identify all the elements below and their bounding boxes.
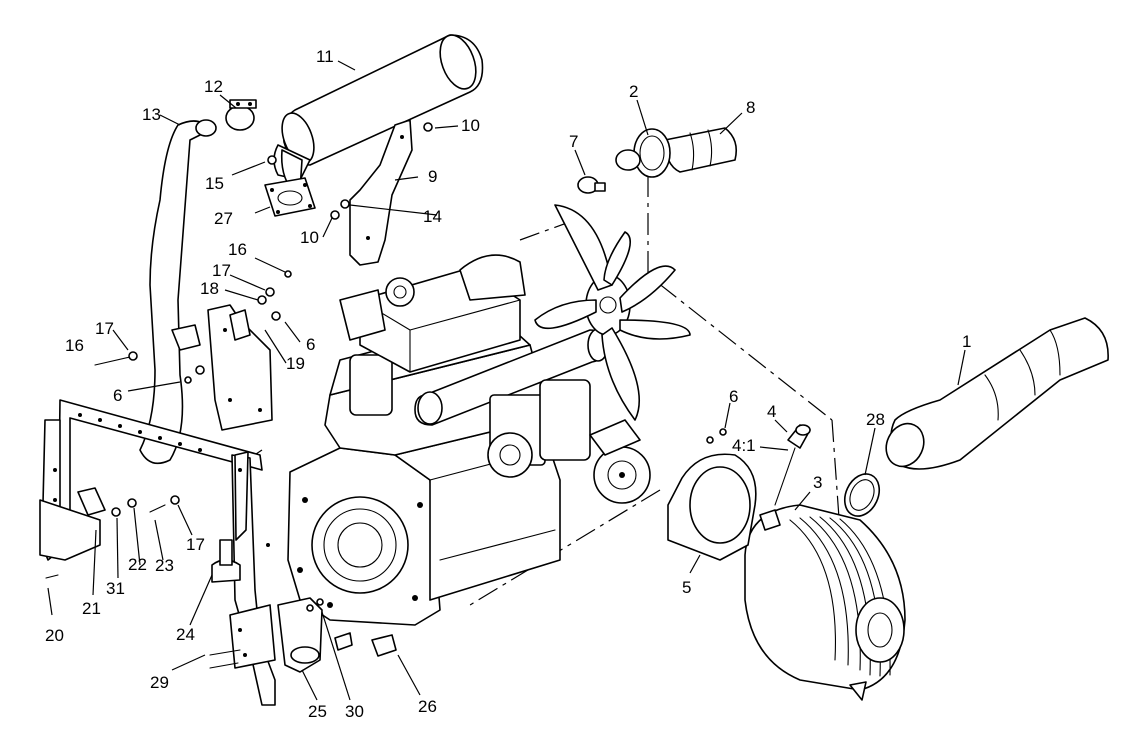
- callout-4-1: 4:1: [732, 436, 756, 455]
- callout-17-upper: 17: [212, 261, 231, 280]
- nut-10-lower: [330, 210, 340, 220]
- service-indicator-4: [774, 424, 811, 506]
- mount-24: [211, 539, 241, 583]
- engine-assembly: [287, 204, 691, 626]
- callout-14: 14: [423, 207, 442, 226]
- callout-22: 22: [128, 555, 147, 574]
- elbow-2: [615, 128, 671, 178]
- callout-labels: 1 2 3 4 4:1 5 6 6 6 7 8 9 10 10 11 12 13…: [45, 47, 971, 721]
- cooling-fan: [534, 204, 691, 421]
- callout-31: 31: [106, 579, 125, 598]
- callout-6-left: 6: [113, 386, 122, 405]
- bracket-hardware: [94, 270, 292, 384]
- callout-28: 28: [866, 410, 885, 429]
- filter-assembly-25: [209, 597, 353, 673]
- callout-26: 26: [418, 697, 437, 716]
- callout-21: 21: [82, 599, 101, 618]
- callout-4: 4: [767, 402, 776, 421]
- clamp-7: [577, 176, 606, 194]
- callout-20: 20: [45, 626, 64, 645]
- bolt-14: [340, 199, 350, 209]
- leader-lines: [47, 60, 966, 701]
- muffler-bracket: [349, 119, 413, 266]
- callout-10-top: 10: [461, 116, 480, 135]
- callout-18: 18: [200, 279, 219, 298]
- exhaust-gasket: [264, 177, 316, 217]
- callout-10-lower: 10: [300, 228, 319, 247]
- callout-6-right: 6: [729, 387, 738, 406]
- callout-12: 12: [204, 77, 223, 96]
- callout-17-frame: 17: [186, 535, 205, 554]
- callout-13: 13: [142, 105, 161, 124]
- radiator-frame: [39, 399, 276, 706]
- muffler: [273, 34, 484, 191]
- callout-6-bracket: 6: [306, 335, 315, 354]
- callout-27: 27: [214, 209, 233, 228]
- callout-9: 9: [428, 167, 437, 186]
- clamp-28: [843, 473, 881, 517]
- exhaust-pipe: [139, 119, 217, 465]
- nut-10-top: [423, 122, 433, 132]
- callout-1: 1: [962, 332, 971, 351]
- callout-3: 3: [813, 473, 822, 492]
- callout-15: 15: [205, 174, 224, 193]
- callout-2: 2: [629, 82, 638, 101]
- frame-hardware: [45, 495, 180, 579]
- callout-17-left: 17: [95, 319, 114, 338]
- callout-19: 19: [286, 354, 305, 373]
- callout-7: 7: [569, 132, 578, 151]
- callout-5: 5: [682, 578, 691, 597]
- mount-band-5: [667, 428, 757, 561]
- callout-25: 25: [308, 702, 327, 721]
- callout-8: 8: [746, 98, 755, 117]
- callout-23: 23: [155, 556, 174, 575]
- exhaust-clamp: [225, 99, 257, 131]
- callout-29: 29: [150, 673, 169, 692]
- fitting-26: [371, 634, 397, 657]
- callout-16-left: 16: [65, 336, 84, 355]
- callout-30: 30: [345, 702, 364, 721]
- intake-hose-8: [664, 127, 738, 173]
- callout-16-upper: 16: [228, 240, 247, 259]
- air-cleaner-3: [744, 504, 906, 701]
- pipe-bracket: [171, 304, 273, 431]
- bolt-15: [267, 155, 277, 165]
- callout-11: 11: [316, 47, 334, 66]
- callout-24: 24: [176, 625, 195, 644]
- intake-tube-1: [885, 317, 1109, 470]
